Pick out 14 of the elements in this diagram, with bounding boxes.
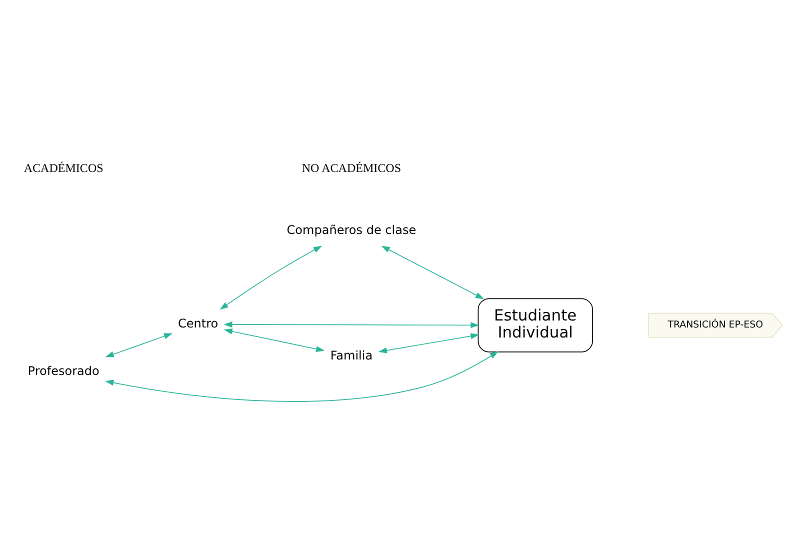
node-text: Compañeros de clase — [286, 222, 416, 237]
arrow — [378, 333, 480, 354]
arrow — [381, 246, 484, 300]
label: NO ACADÉMICOS — [302, 161, 402, 176]
arrow — [224, 328, 325, 352]
arrow — [224, 322, 480, 328]
node-text: Centro — [178, 316, 218, 331]
node-text: Familia — [330, 348, 373, 362]
node-box: Estudiante Individual — [478, 298, 593, 352]
arrow — [220, 246, 322, 310]
label: ACADÉMICOS — [24, 161, 104, 176]
arrow — [105, 351, 498, 402]
arrow — [105, 333, 173, 358]
node-text: Profesorado — [28, 364, 100, 378]
